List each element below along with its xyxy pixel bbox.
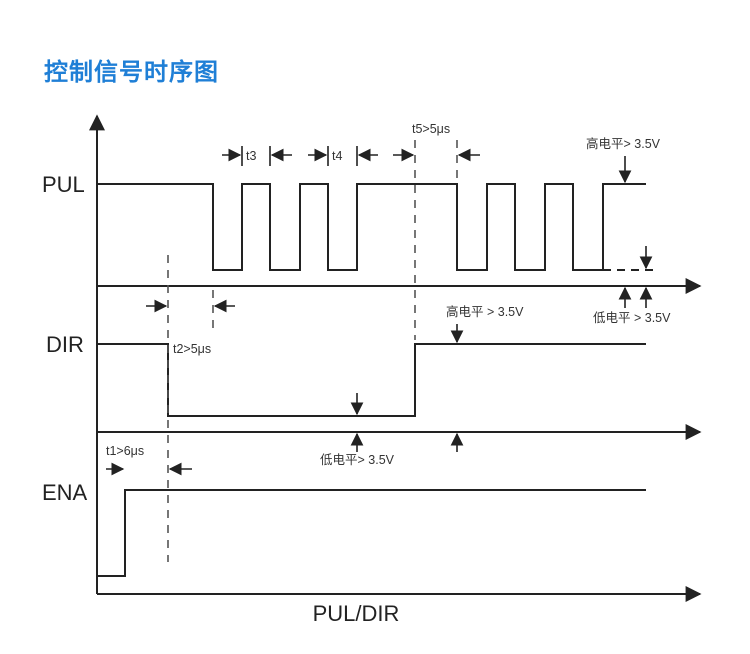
dir-low-label: 低电平> 3.5V [320,453,395,467]
t3-label: t3 [246,149,256,163]
ena-signal-label: ENA [42,480,88,505]
ena-waveform [97,489,646,577]
dir-signal-label: DIR [46,332,84,357]
dir-high-label: 高电平 > 3.5V [446,304,524,319]
pul-low-label: 低电平 > 3.5V [593,311,671,325]
t4-label: t4 [332,149,342,163]
t2-label: t2>5μs [173,342,211,356]
t1-label: t1>6μs [106,444,144,458]
x-axis-label: PUL/DIR [313,601,400,626]
page-title: 控制信号时序图 [44,58,219,86]
axes [89,114,702,602]
pul-waveform [97,183,646,271]
pul-signal-label: PUL [42,172,85,197]
dir-waveform [97,343,646,417]
pul-high-label: 高电平> 3.5V [586,136,661,151]
t5-label: t5>5μs [412,122,450,136]
